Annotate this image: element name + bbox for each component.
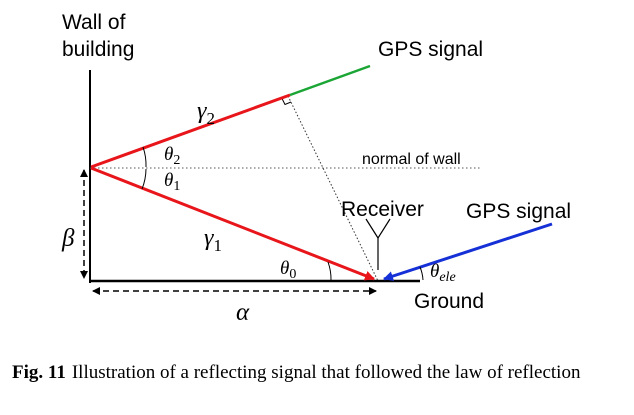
gamma2-symbol: γ2 xyxy=(197,98,215,128)
gamma2-ray xyxy=(90,93,291,169)
wall-label-line1: Wall of xyxy=(62,11,126,34)
perpendicular-dotted-line xyxy=(287,95,379,282)
alpha-symbol: α xyxy=(236,299,250,326)
theta-ele-angle-arc xyxy=(419,266,424,281)
theta2-angle-arc xyxy=(142,146,147,168)
wall-label-line2: building xyxy=(62,38,134,61)
reflection-diagram: Wall of building GPS signal normal of wa… xyxy=(61,11,571,326)
gps-signal-top-extension xyxy=(289,64,371,97)
theta-ele-symbol: θele xyxy=(430,261,456,285)
caption-figure-number: Fig. 11 xyxy=(12,362,66,383)
beta-symbol: β xyxy=(61,225,75,252)
receiver-antenna xyxy=(365,218,391,270)
caption-text: Illustration of a reflecting signal that… xyxy=(71,362,581,383)
theta1-angle-arc xyxy=(141,168,147,190)
theta2-symbol: θ2 xyxy=(164,144,180,168)
gamma1-ray xyxy=(90,166,375,281)
theta0-symbol: θ0 xyxy=(280,258,296,282)
theta1-symbol: θ1 xyxy=(164,170,180,194)
theta0-angle-arc xyxy=(327,261,332,281)
right-angle-marker xyxy=(281,98,292,106)
gps-signal-right-label: GPS signal xyxy=(466,200,571,223)
ground-label: Ground xyxy=(414,290,484,313)
gps-signal-top-label: GPS signal xyxy=(378,38,483,61)
gps-signal-direct-ray xyxy=(383,222,553,281)
normal-of-wall-label: normal of wall xyxy=(362,151,461,168)
receiver-label: Receiver xyxy=(341,198,424,221)
gamma1-symbol: γ1 xyxy=(204,225,222,255)
